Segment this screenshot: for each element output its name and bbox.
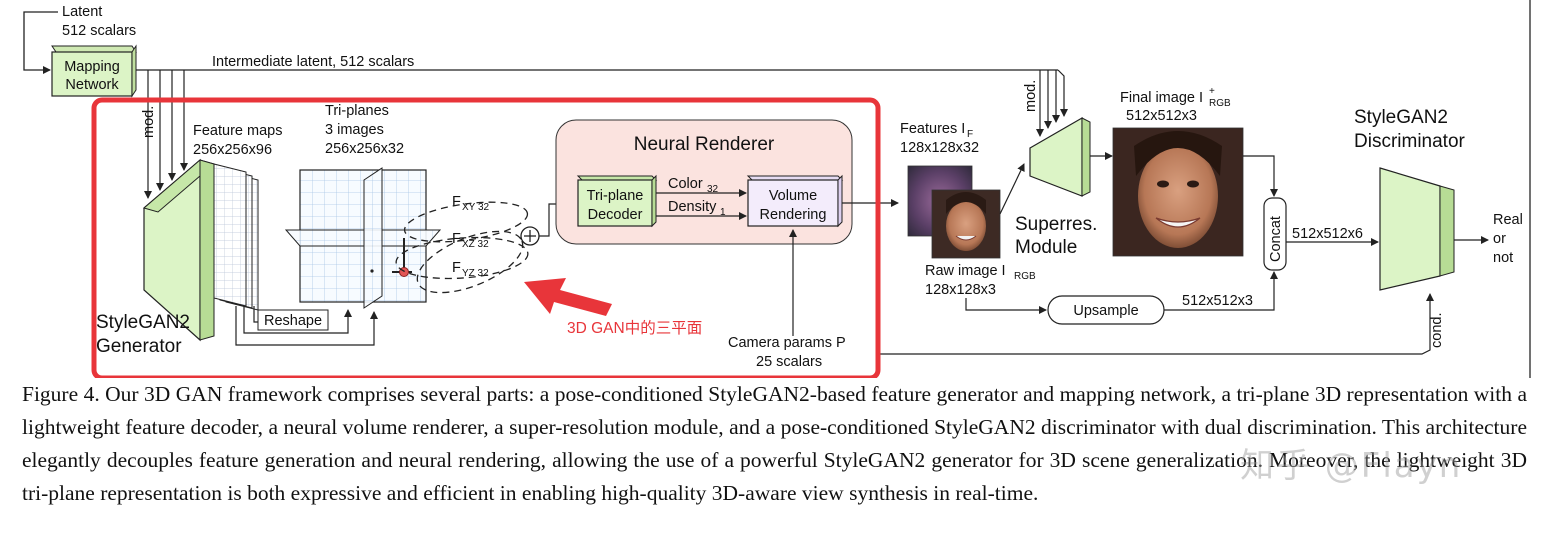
features-and-raw-image: Features I F 128x128x32 Raw image I RGB … (900, 121, 1047, 314)
fxy-sub: XY 32 (462, 202, 489, 213)
fyz-sub: YZ 32 (462, 268, 489, 279)
fxy-label: F (452, 194, 461, 210)
latent-input: Latent 512 scalars (23, 4, 136, 74)
architecture-diagram: Latent 512 scalars Mapping Network Inter… (23, 0, 1531, 378)
neural-renderer: Neural Renderer Tri-plane Decoder Color … (555, 119, 899, 245)
density-sub: 1 (720, 207, 726, 218)
fyz-label: F (452, 260, 461, 276)
final-image-sup: + (1209, 86, 1215, 97)
stylegan2-discriminator: StyleGAN2 Discriminator Real or not (1354, 107, 1523, 291)
raw-image-label: Raw image I (925, 263, 1006, 279)
cond-label: cond. (1429, 313, 1445, 348)
annotation-text: 3D GAN中的三平面 (567, 319, 702, 337)
camera-params: Camera params P 25 scalars cond. (728, 229, 1445, 370)
mapping-network: Mapping Network (51, 44, 137, 98)
features-if-label: Features I (900, 121, 965, 137)
raw-image-size: 128x128x3 (925, 282, 996, 298)
neural-renderer-title: Neural Renderer (634, 134, 775, 155)
volume-rendering-label-1: Volume (769, 188, 817, 204)
figure-caption: Figure 4. Our 3D GAN framework comprises… (22, 382, 1527, 505)
superres-module: Superres. Module (1015, 116, 1113, 258)
discriminator-label-2: Discriminator (1354, 131, 1466, 152)
generator-label-2: Generator (96, 336, 182, 357)
camera-params-size: 25 scalars (756, 354, 822, 370)
fxz-label: F (452, 231, 461, 247)
color-sub: 32 (707, 184, 719, 195)
concat-size: 512x512x6 (1292, 226, 1363, 242)
triplanes-label: Tri-planes (325, 103, 389, 119)
superres-label-2: Module (1015, 237, 1077, 258)
output-label-3: not (1493, 250, 1513, 266)
latent-label: Latent (62, 4, 102, 20)
triplane-features: F XY 32 F XZ 32 F YZ 32 (395, 194, 575, 294)
discriminator-label-1: StyleGAN2 (1354, 107, 1448, 128)
upsample-size: 512x512x3 (1182, 293, 1253, 309)
concat-label: Concat (1268, 216, 1284, 262)
highlight-box (91, 97, 881, 378)
volume-rendering-label-2: Rendering (760, 207, 827, 223)
features-size: 128x128x32 (900, 140, 979, 156)
reshape-label: Reshape (264, 313, 322, 329)
features-if-sub: F (967, 129, 973, 140)
final-image-label: Final image I (1120, 90, 1203, 106)
mapping-network-label-2: Network (65, 77, 119, 93)
stylegan2-generator: StyleGAN2 Generator (96, 158, 216, 357)
intermediate-latent-label: Intermediate latent, 512 scalars (212, 54, 414, 70)
mod-label-superres: mod. (1023, 80, 1039, 112)
feature-maps: Feature maps 256x256x96 (193, 123, 282, 311)
tri-planes: Tri-planes 3 images 256x256x32 (284, 103, 442, 309)
camera-params-label: Camera params P (728, 335, 846, 351)
mod-label-generator: mod. (141, 106, 157, 138)
superres-label-1: Superres. (1015, 214, 1097, 235)
mapping-network-label-1: Mapping (64, 59, 120, 75)
highlight-annotation: 3D GAN中的三平面 (91, 97, 881, 378)
generator-label-1: StyleGAN2 (96, 312, 190, 333)
intermediate-latent-path: Intermediate latent, 512 scalars mod. mo… (136, 54, 1068, 199)
raw-image-sub: RGB (1014, 271, 1036, 282)
watermark: 知乎 @Flayn (1240, 446, 1463, 486)
output-label-1: Real (1493, 212, 1523, 228)
upsample-block: Upsample 512x512x3 (1047, 271, 1278, 325)
color-label: Color (668, 176, 703, 192)
latent-size: 512 scalars (62, 23, 136, 39)
final-image-sub: RGB (1209, 98, 1231, 109)
final-image-size: 512x512x3 (1126, 108, 1197, 124)
triplane-decoder-label-2: Decoder (588, 207, 643, 223)
concat-block: Concat 512x512x6 (1263, 197, 1379, 271)
triplanes-images: 3 images (325, 122, 384, 138)
final-image: Final image I + RGB 512x512x3 (1112, 86, 1278, 257)
upsample-label: Upsample (1073, 303, 1138, 319)
triplane-decoder-label-1: Tri-plane (587, 188, 644, 204)
reshape-connector: Reshape (235, 306, 378, 346)
output-label-2: or (1493, 231, 1506, 247)
feature-maps-label: Feature maps (193, 123, 282, 139)
triplanes-size: 256x256x32 (325, 141, 404, 157)
density-label: Density (668, 199, 717, 215)
raw-image-thumbnail (931, 189, 1001, 259)
annotation-arrow (524, 278, 612, 316)
fxz-sub: XZ 32 (462, 239, 489, 250)
feature-maps-size: 256x256x96 (193, 142, 272, 158)
